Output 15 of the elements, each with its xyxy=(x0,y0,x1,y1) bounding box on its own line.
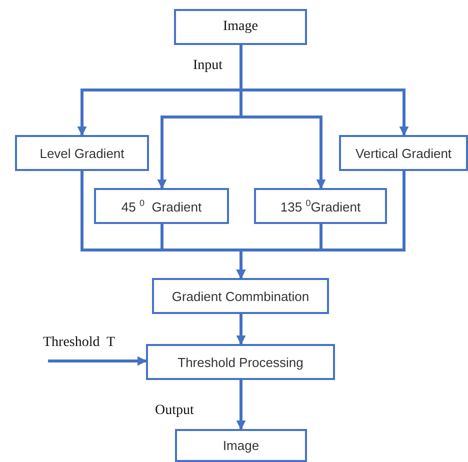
arrow xyxy=(236,171,406,279)
arrow xyxy=(48,356,147,366)
process-box: Vertical Gradient xyxy=(339,135,468,171)
process-box: Level Gradient xyxy=(15,135,149,171)
process-box: 135 $^{0}$Gradient xyxy=(254,188,387,224)
process-box: Gradient Commbination xyxy=(152,278,329,314)
process-box: 45 $^{0}$ Gradient xyxy=(94,188,229,224)
text-label: Input xyxy=(193,58,223,74)
process-box: Image xyxy=(174,9,307,45)
process-box: Image xyxy=(175,429,307,462)
arrow xyxy=(236,314,246,345)
edge-label: Threshold T xyxy=(43,335,116,351)
arrow xyxy=(236,380,246,430)
process-box: Threshold Processing xyxy=(146,344,335,380)
edge-label: Output xyxy=(155,403,194,419)
